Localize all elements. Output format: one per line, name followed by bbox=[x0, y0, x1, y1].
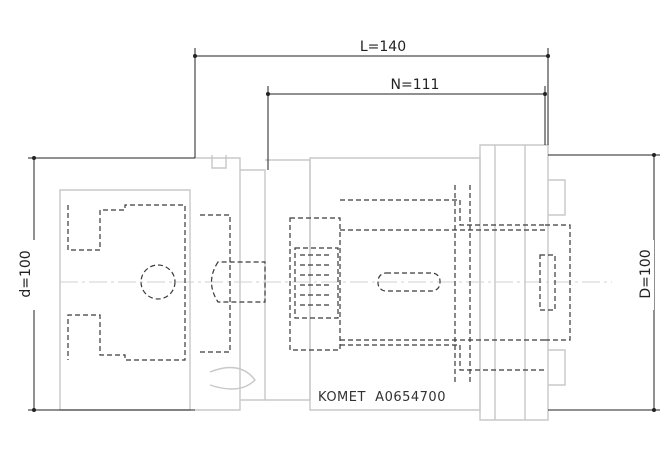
lower-cavity bbox=[340, 339, 545, 371]
collar-lip-top bbox=[548, 179, 566, 216]
part-label: KOMET A0654700 bbox=[318, 390, 446, 405]
dimension-arrow-D-bottom bbox=[652, 408, 656, 412]
dimension-N-text: N=111 bbox=[391, 77, 440, 93]
ring-insert bbox=[539, 254, 556, 311]
flange-notch-top bbox=[211, 155, 227, 169]
dimension-arrow-d-top bbox=[32, 156, 36, 160]
dimension-L-text: L=140 bbox=[360, 39, 406, 55]
clamp-bore bbox=[140, 264, 176, 300]
flange-notch-bottom bbox=[209, 366, 256, 390]
dimension-D-text: D=100 bbox=[638, 249, 654, 298]
dimension-text-bg-D bbox=[636, 240, 654, 310]
dimension-arrow-L-right bbox=[546, 54, 550, 58]
spring-housing bbox=[294, 247, 339, 319]
dimension-text-bg-d bbox=[18, 240, 36, 310]
flange-collar bbox=[195, 157, 241, 411]
dimension-arrow-L-left bbox=[193, 54, 197, 58]
dimension-arrow-N-left bbox=[266, 92, 270, 96]
dimension-L: L=140 bbox=[193, 36, 550, 158]
clamp-profile bbox=[67, 204, 186, 361]
dimension-arrow-d-bottom bbox=[32, 408, 36, 412]
collar-lip-bottom bbox=[548, 349, 566, 386]
drawbar-head bbox=[210, 261, 266, 303]
key-slot bbox=[377, 272, 441, 292]
dimension-N: N=111 bbox=[266, 74, 547, 170]
right-collar bbox=[479, 144, 566, 421]
spring-coils bbox=[300, 254, 330, 306]
shank-ring bbox=[265, 159, 311, 401]
flange-ring bbox=[240, 169, 266, 401]
upper-cavity bbox=[340, 199, 545, 231]
dimension-arrow-D-top bbox=[652, 153, 656, 157]
dimension-text-bg-N bbox=[384, 74, 446, 92]
dimension-d-text: d=100 bbox=[18, 250, 34, 297]
dimension-D: D=100 bbox=[548, 153, 660, 412]
ring-groove bbox=[545, 224, 571, 341]
flange-body bbox=[59, 189, 191, 411]
clamp-inner bbox=[200, 214, 231, 353]
internal-hidden-lines bbox=[67, 185, 571, 385]
middle-shank bbox=[265, 157, 481, 411]
dimension-arrow-N-right bbox=[543, 92, 547, 96]
dimension-d: d=100 bbox=[18, 156, 195, 412]
inner-bore bbox=[289, 217, 341, 351]
dimension-text-bg-L bbox=[352, 36, 414, 54]
